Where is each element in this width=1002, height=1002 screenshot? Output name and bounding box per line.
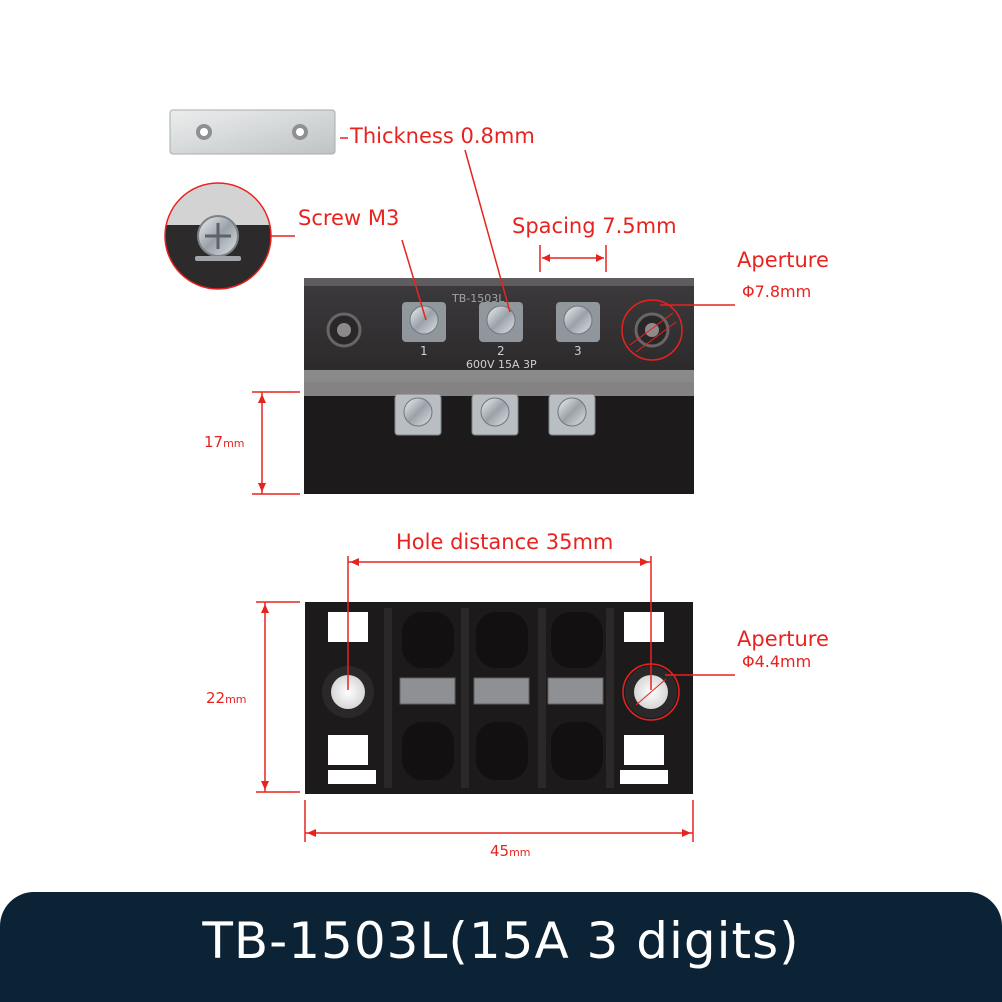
width-bottom-dimension: 45mm bbox=[490, 842, 531, 860]
banner-title: TB-1503L(15A 3 digits) bbox=[202, 912, 800, 970]
thickness-label: Thickness 0.8mm bbox=[350, 124, 535, 148]
annotation-lines bbox=[252, 137, 735, 842]
lower-screw-3 bbox=[548, 394, 596, 436]
height-top-dimension: 17mm bbox=[204, 433, 245, 451]
hole-distance-label: Hole distance 35mm bbox=[396, 530, 614, 554]
screw-zoom-inset bbox=[164, 182, 272, 290]
lower-screw-1 bbox=[394, 394, 442, 436]
height-bottom-dimension: 22mm bbox=[206, 689, 247, 707]
lower-screw-2 bbox=[471, 394, 519, 436]
terminal-number-1: 1 bbox=[420, 344, 428, 358]
aperture-bottom-value: Φ4.4mm bbox=[742, 652, 812, 671]
terminal-number-2: 2 bbox=[497, 344, 505, 358]
cover-rating-text: 600V 15A 3P bbox=[466, 358, 537, 371]
annotation-arrowheads bbox=[258, 254, 691, 837]
busbar-3 bbox=[547, 677, 604, 705]
terminal-number-3: 3 bbox=[574, 344, 582, 358]
mounting-plate bbox=[169, 109, 336, 155]
upper-screw-1 bbox=[402, 302, 446, 342]
spacing-label: Spacing 7.5mm bbox=[512, 214, 677, 238]
terminal-block-top-view: TB-1503L 1 2 3 600V 15A 3P bbox=[304, 278, 694, 494]
aperture-top-title: Aperture bbox=[737, 248, 829, 272]
busbar-2 bbox=[473, 677, 530, 705]
upper-screw-2 bbox=[479, 302, 523, 342]
aperture-bottom-title: Aperture bbox=[737, 627, 829, 651]
cover-model-text: TB-1503L bbox=[451, 292, 505, 305]
upper-screw-3 bbox=[556, 302, 600, 342]
terminal-block-bottom-view bbox=[305, 602, 693, 794]
aperture-top-value: Φ7.8mm bbox=[742, 282, 812, 301]
title-banner bbox=[0, 892, 1002, 1002]
screw-label: Screw M3 bbox=[298, 206, 400, 230]
busbar-1 bbox=[399, 677, 456, 705]
